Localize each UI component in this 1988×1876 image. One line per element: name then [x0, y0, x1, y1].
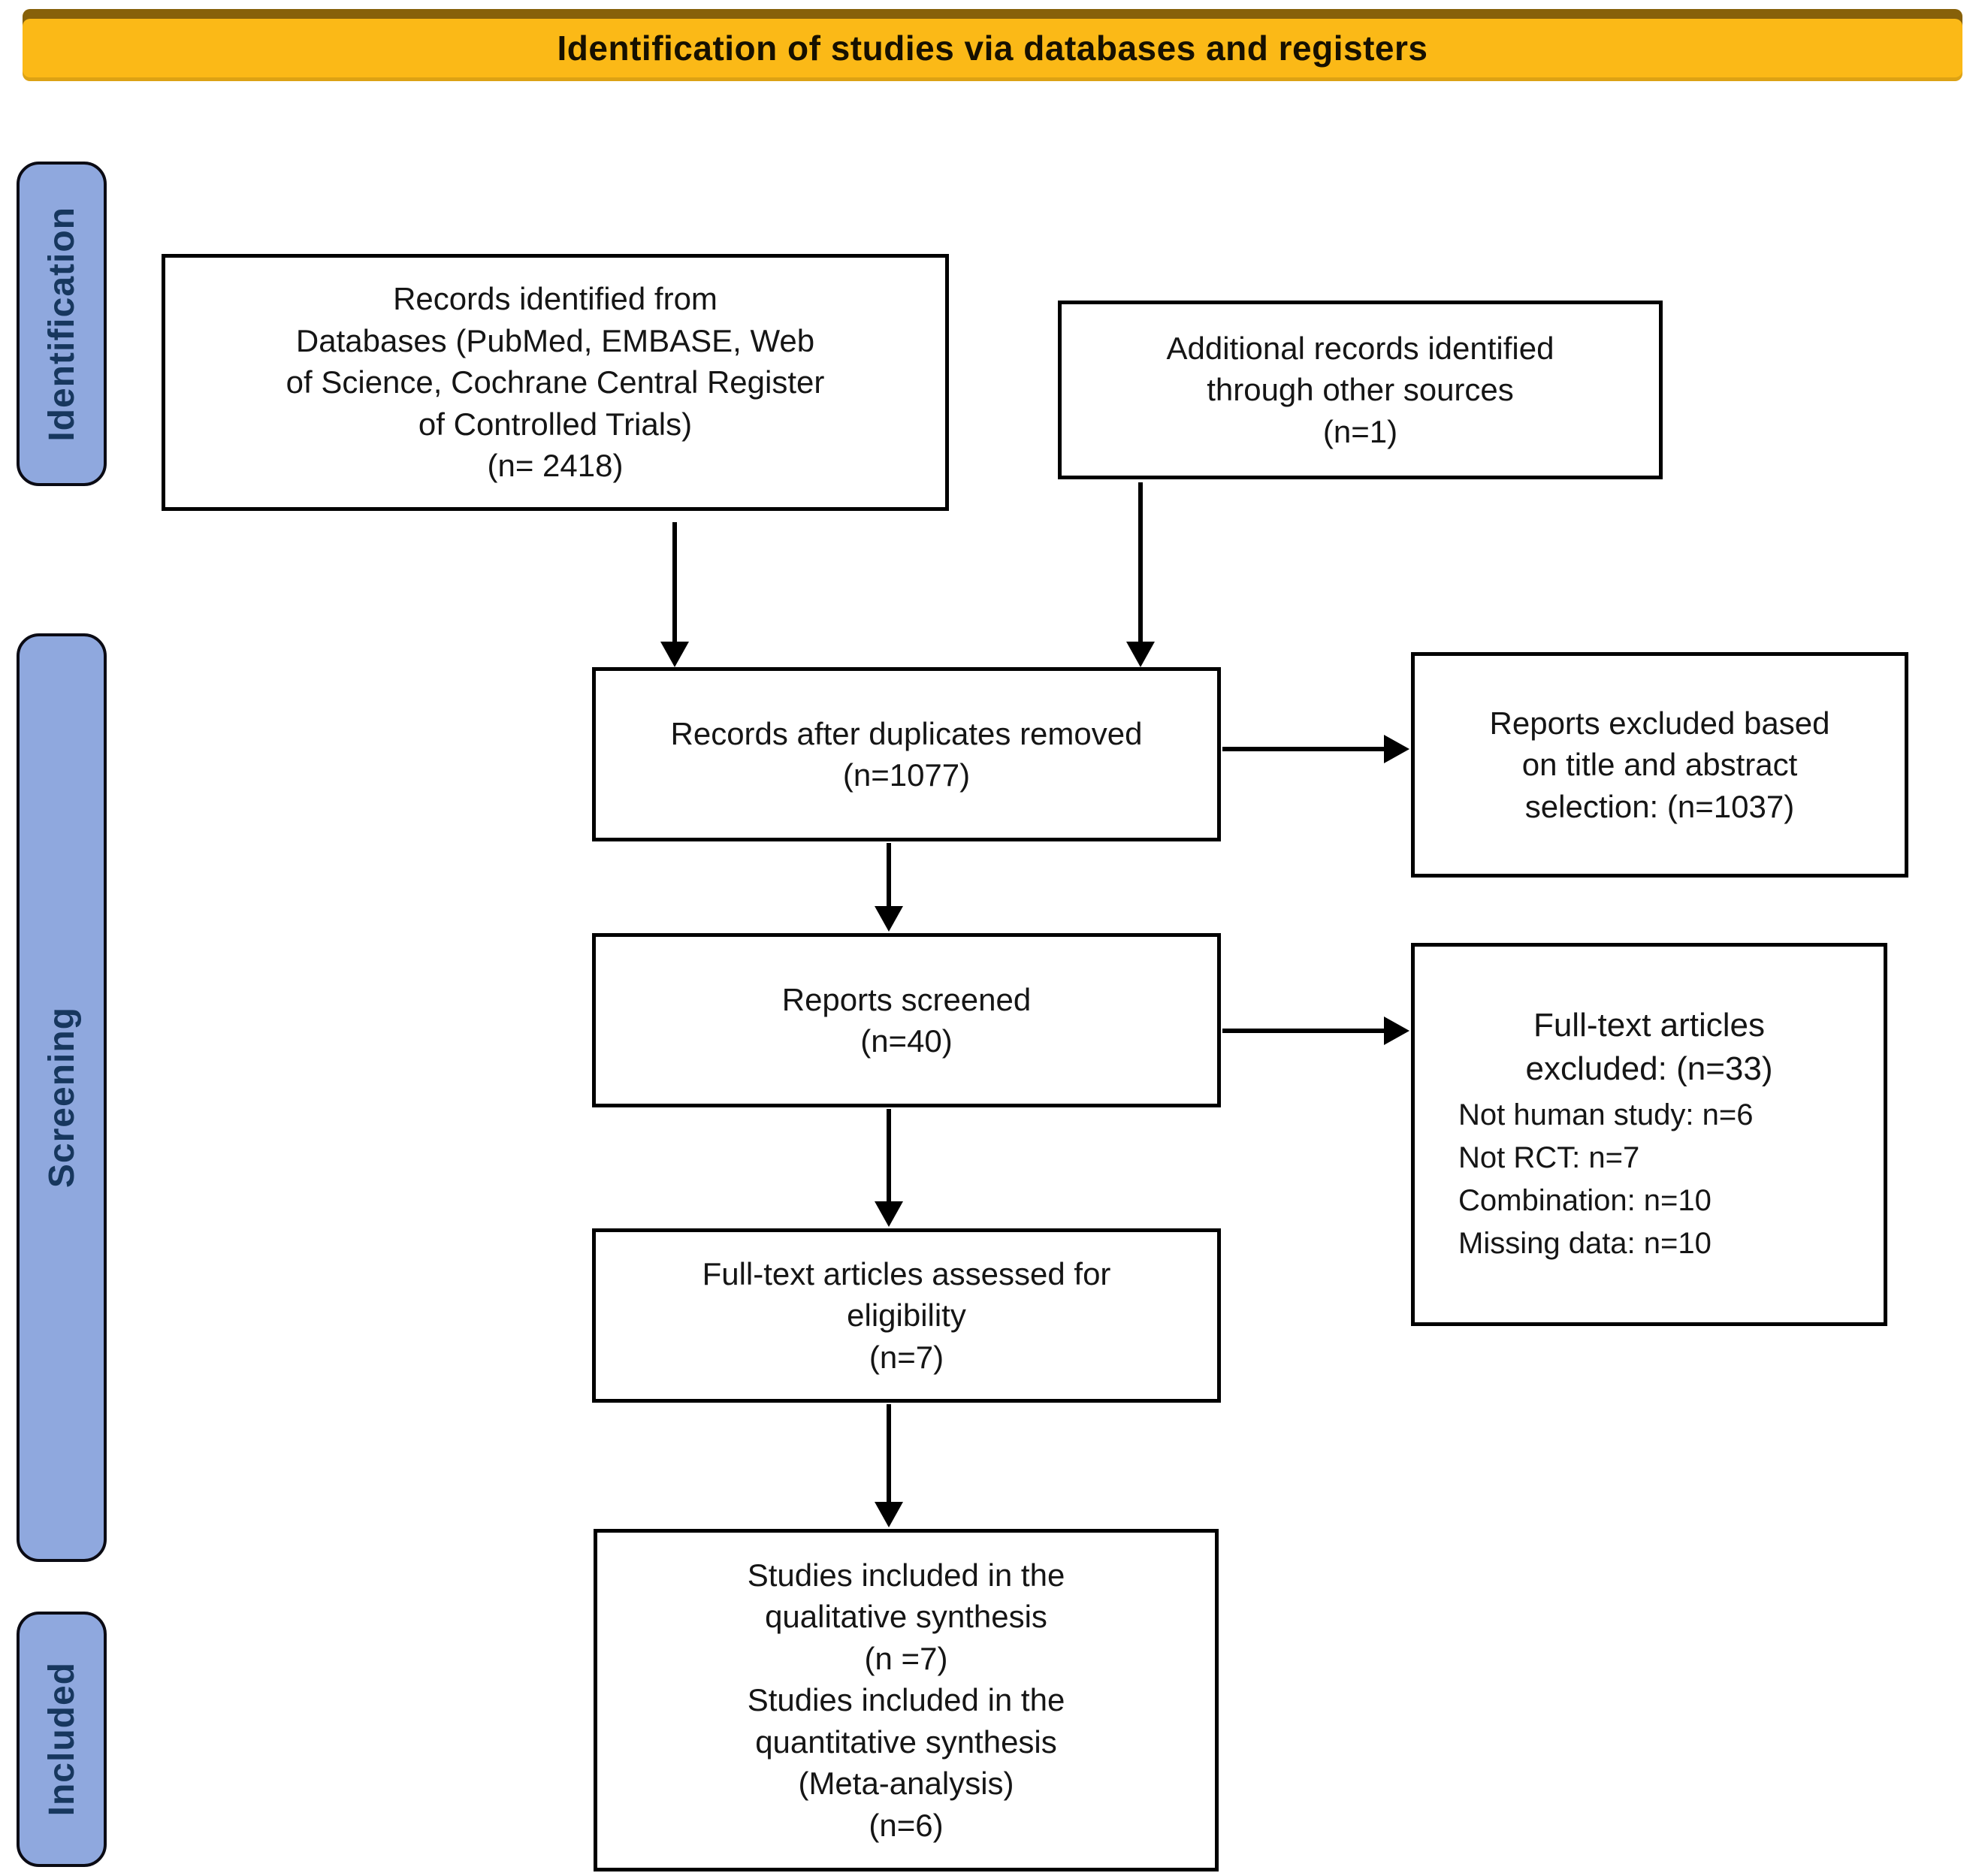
arrow-right-icon	[1384, 735, 1409, 763]
banner-title: Identification of studies via databases …	[557, 29, 1428, 68]
box-line: Reports excluded based	[1489, 705, 1830, 741]
arrow-down-icon	[875, 906, 903, 932]
box-line: Additional records identified	[1166, 330, 1554, 366]
box-line: Combination: n=10	[1458, 1184, 1712, 1218]
arrow-down-icon	[875, 1201, 903, 1227]
box-studies-included: Studies included in the qualitative synth…	[594, 1529, 1219, 1871]
box-line: Reports screened	[781, 981, 1032, 1017]
box-line: (n=1)	[1322, 413, 1398, 449]
box-line: through other sources	[1207, 372, 1514, 408]
arrow-shaft	[887, 843, 891, 909]
box-line: of Science, Cochrane Central Register	[286, 364, 825, 400]
box-line: excluded: (n=33)	[1525, 1050, 1773, 1088]
flow-arrow-screened-to-fulltext-excluded	[1222, 1017, 1409, 1045]
box-line: qualitative synthesis	[765, 1599, 1047, 1635]
stage-pill-identification: Identification	[17, 162, 107, 486]
stage-pill-screening: Screening	[17, 633, 107, 1562]
flow-arrow-duplicates-to-screened	[875, 843, 903, 932]
flow-arrow-identified-to-duplicates	[660, 522, 689, 667]
box-line: selection: (n=1037)	[1524, 788, 1795, 824]
box-fulltext-assessed: Full-text articles assessed for eligibili…	[592, 1228, 1221, 1403]
arrow-right-icon	[1384, 1017, 1409, 1045]
stage-label-screening: Screening	[41, 1007, 82, 1189]
box-duplicates-removed: Records after duplicates removed (n=1077)	[592, 667, 1221, 841]
arrow-shaft	[1138, 482, 1143, 645]
stage-label-identification: Identification	[41, 206, 82, 442]
flow-arrow-additional-to-duplicates	[1126, 482, 1155, 667]
box-line: Records identified from	[393, 281, 718, 317]
box-line: (n= 2418)	[487, 448, 624, 484]
box-line: of Controlled Trials)	[418, 406, 693, 442]
box-line: Studies included in the	[747, 1557, 1065, 1593]
box-additional-records: Additional records identified through oth…	[1058, 301, 1663, 479]
box-line: (n=40)	[860, 1023, 953, 1059]
box-line: (n=6)	[869, 1807, 944, 1843]
arrow-shaft	[1222, 747, 1387, 751]
box-line: Not human study: n=6	[1458, 1098, 1754, 1132]
box-reports-excluded: Reports excluded based on title and abstr…	[1411, 652, 1908, 878]
box-line: (n =7)	[864, 1640, 948, 1676]
box-line: (n=1077)	[842, 757, 971, 793]
box-line: Missing data: n=10	[1458, 1226, 1712, 1260]
box-line: Databases (PubMed, EMBASE, Web	[295, 322, 815, 358]
stage-pill-included: Included	[17, 1612, 107, 1867]
box-reports-screened: Reports screened (n=40)	[592, 933, 1221, 1107]
arrow-shaft	[887, 1109, 891, 1204]
box-fulltext-excluded: Full-text articles excluded: (n=33) Not h…	[1411, 943, 1887, 1326]
arrow-shaft	[672, 522, 677, 645]
box-line: quantitative synthesis	[755, 1723, 1057, 1760]
box-line: Records after duplicates removed	[670, 715, 1143, 751]
arrow-down-icon	[875, 1502, 903, 1527]
box-line: on title and abstract	[1521, 747, 1798, 783]
box-line: Not RCT: n=7	[1458, 1141, 1640, 1175]
flow-arrow-assessed-to-included	[875, 1404, 903, 1527]
box-line: Full-text articles	[1533, 1007, 1766, 1044]
flow-arrow-screened-to-assessed	[875, 1109, 903, 1227]
fulltext-excluded-heading: Full-text articles excluded: (n=33)	[1526, 1004, 1773, 1091]
box-line: Full-text articles assessed for	[702, 1255, 1111, 1291]
banner: Identification of studies via databases …	[23, 9, 1962, 81]
flow-arrow-duplicates-to-excluded	[1222, 735, 1409, 763]
box-line: eligibility	[847, 1297, 966, 1334]
arrow-down-icon	[1126, 642, 1155, 667]
box-line: (n=7)	[869, 1339, 944, 1375]
arrow-shaft	[1222, 1029, 1387, 1033]
arrow-shaft	[887, 1404, 891, 1505]
box-line: (Meta-analysis)	[798, 1766, 1014, 1802]
stage-label-included: Included	[41, 1662, 82, 1817]
arrow-down-icon	[660, 642, 689, 667]
box-line: Studies included in the	[747, 1682, 1065, 1718]
